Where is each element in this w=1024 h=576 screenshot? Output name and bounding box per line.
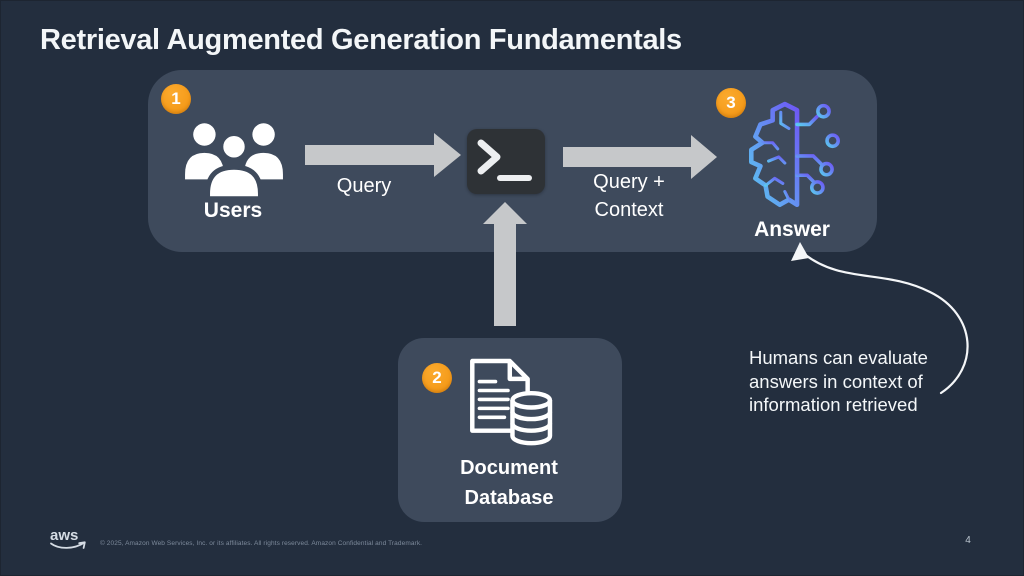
terminal-prompt-icon	[477, 139, 532, 181]
terminal-box	[467, 129, 545, 194]
query-arrow-label: Query	[336, 175, 392, 197]
database-label-line1: Document	[460, 457, 558, 479]
slide-title: Retrieval Augmented Generation Fundament…	[40, 24, 682, 56]
step-badge-2: 2	[422, 363, 452, 393]
aws-logo-text: aws	[50, 527, 78, 544]
answer-label: Answer	[754, 218, 830, 241]
copyright-text: © 2025, Amazon Web Services, Inc. or its…	[100, 540, 423, 547]
annotation-line: answers in context of	[749, 370, 923, 392]
evaluation-annotation: Humans can evaluate answers in context o…	[749, 346, 954, 417]
step-badge-1: 1	[161, 84, 191, 114]
annotation-line: information retrieved	[749, 394, 918, 415]
query-context-label-line1: Query +	[593, 171, 665, 193]
query-context-label-line2: Context	[594, 199, 664, 221]
database-label-line2: Database	[464, 487, 554, 509]
page-number: 4	[965, 535, 971, 546]
step-badge-3: 3	[716, 88, 746, 118]
users-label: Users	[203, 199, 263, 222]
annotation-line: Humans can evaluate	[749, 347, 928, 368]
aws-logo: aws	[50, 527, 86, 549]
